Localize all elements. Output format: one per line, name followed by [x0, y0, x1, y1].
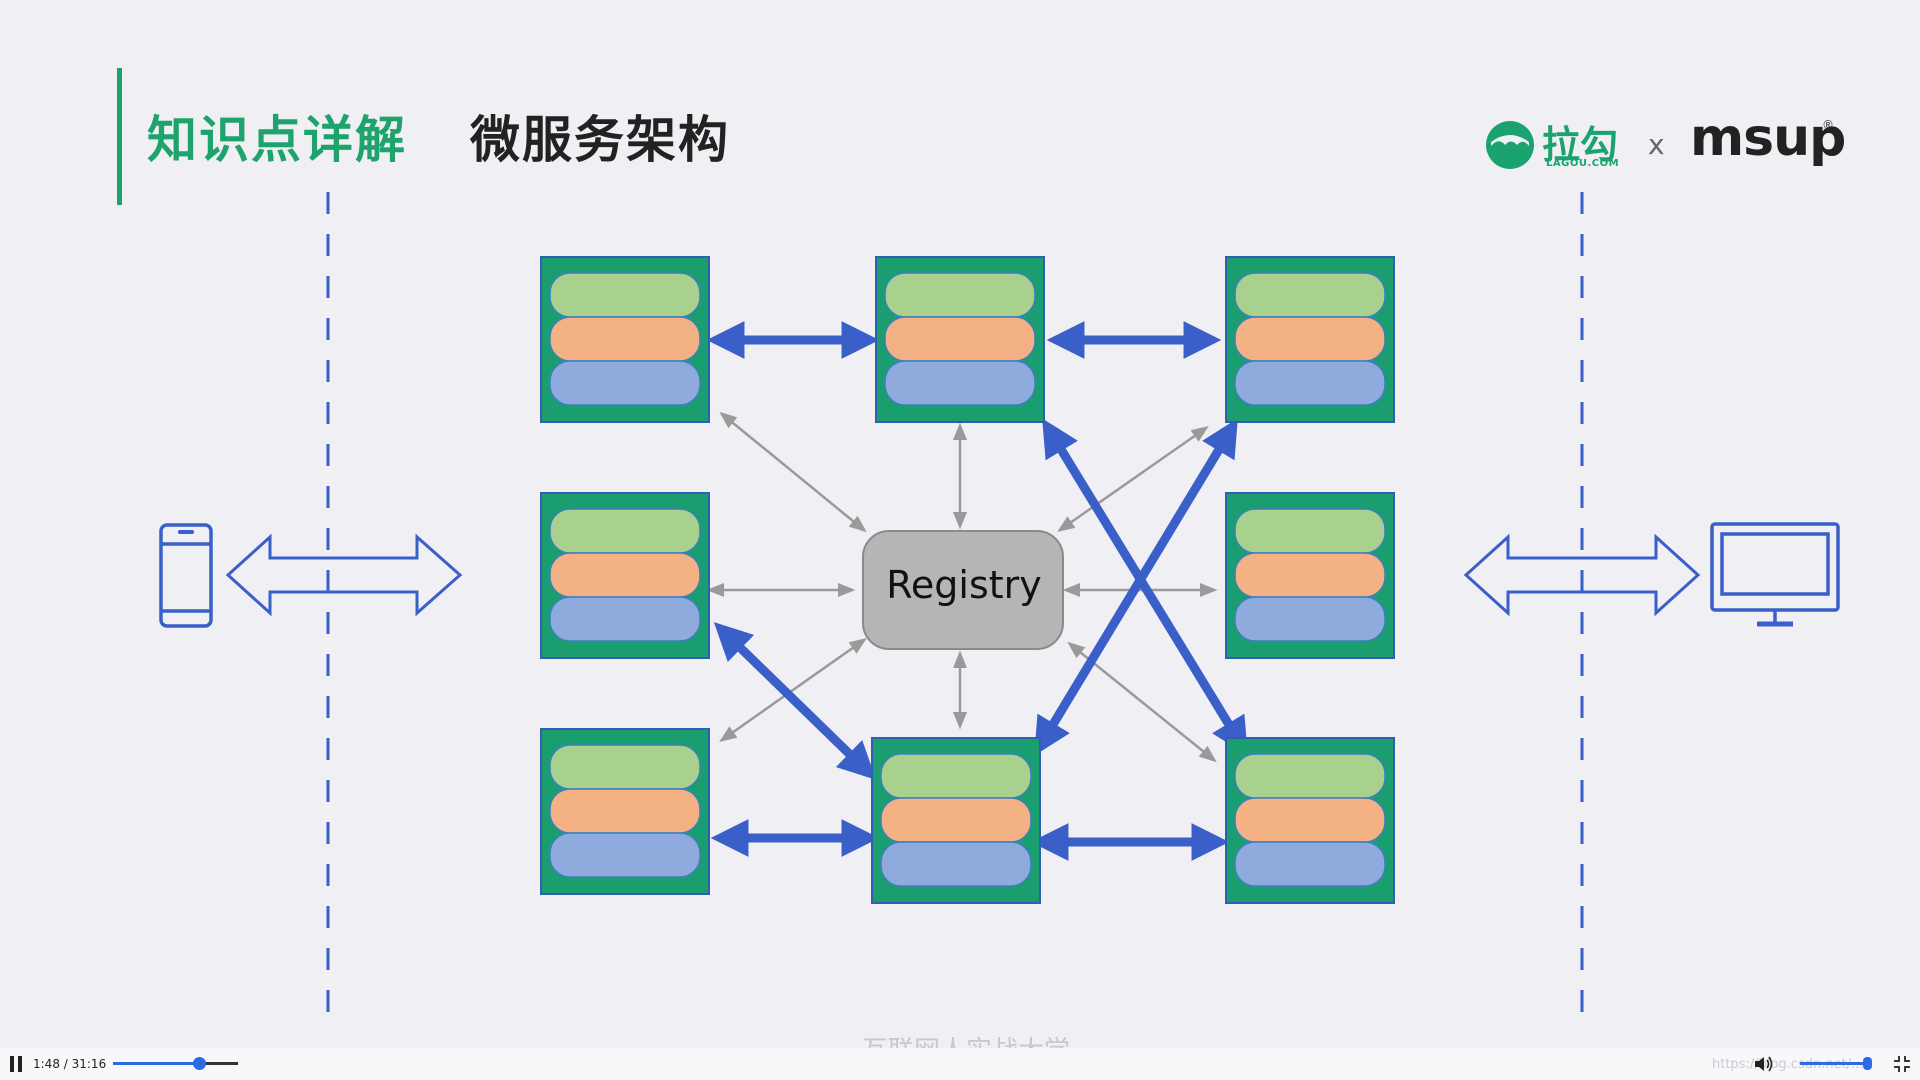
- msup-logo: msup: [1690, 108, 1846, 168]
- service-layer-middle: [1234, 797, 1386, 843]
- volume-icon[interactable]: [1753, 1054, 1775, 1074]
- pause-button[interactable]: [10, 1056, 24, 1072]
- service-node: [1225, 256, 1395, 423]
- video-player-controls: 1:48 / 31:16 https://blog.csdn.net/...: [0, 1048, 1920, 1080]
- logo-separator: x: [1648, 128, 1665, 161]
- msup-registered-mark: ®: [1822, 118, 1834, 132]
- volume-handle[interactable]: [1862, 1057, 1872, 1070]
- service-layer-middle: [1234, 552, 1386, 598]
- service-layer-middle: [549, 316, 701, 362]
- service-layer-bottom: [1234, 360, 1386, 406]
- service-layer-top: [880, 753, 1032, 799]
- service-layer-top: [884, 272, 1036, 318]
- service-node: [1225, 737, 1395, 904]
- service-node: [540, 728, 710, 895]
- exit-fullscreen-icon[interactable]: [1892, 1054, 1912, 1074]
- lagou-logo-text: 拉勾: [1542, 123, 1619, 167]
- service-layer-bottom: [549, 360, 701, 406]
- service-node: [540, 256, 710, 423]
- source-url: https://blog.csdn.net/...: [1712, 1057, 1864, 1072]
- service-layer-middle: [1234, 316, 1386, 362]
- section-label: 知识点详解: [147, 111, 407, 169]
- service-layer-bottom: [1234, 596, 1386, 642]
- volume-slider[interactable]: [1800, 1057, 1872, 1070]
- smartphone-icon: [159, 523, 213, 628]
- service-layer-middle: [884, 316, 1036, 362]
- service-layer-bottom: [549, 832, 701, 878]
- progress-handle[interactable]: [193, 1057, 207, 1070]
- pause-icon: [18, 1056, 22, 1072]
- service-node: [875, 256, 1045, 423]
- service-node: [540, 492, 710, 659]
- service-node: [1225, 492, 1395, 659]
- lagou-logo-subtext: LAGOU.COM: [1546, 158, 1620, 169]
- service-layer-top: [549, 508, 701, 554]
- client-left-arrow: [225, 533, 463, 617]
- client-right-arrow: [1463, 533, 1701, 617]
- progress-fill: [113, 1062, 200, 1065]
- service-layer-bottom: [1234, 841, 1386, 887]
- service-layer-middle: [549, 552, 701, 598]
- time-display: 1:48 / 31:16: [33, 1057, 107, 1071]
- slide-title: 微服务架构: [470, 111, 730, 169]
- service-connections: [706, 321, 1248, 861]
- registry-label: Registry: [886, 563, 1042, 607]
- service-node: [871, 737, 1041, 904]
- title-accent-bar: [117, 68, 122, 205]
- progress-bar[interactable]: [113, 1057, 238, 1070]
- service-layer-middle: [549, 788, 701, 834]
- service-layer-top: [549, 744, 701, 790]
- service-layer-top: [1234, 508, 1386, 554]
- monitor-icon: [1710, 522, 1840, 627]
- service-layer-top: [1234, 753, 1386, 799]
- service-layer-bottom: [884, 360, 1036, 406]
- lagou-logo-icon: [1486, 121, 1534, 169]
- service-layer-bottom: [549, 596, 701, 642]
- microservice-diagram: [159, 192, 1840, 1030]
- service-layer-bottom: [880, 841, 1032, 887]
- service-layer-top: [549, 272, 701, 318]
- pause-icon: [10, 1056, 14, 1072]
- service-layer-top: [1234, 272, 1386, 318]
- service-layer-middle: [880, 797, 1032, 843]
